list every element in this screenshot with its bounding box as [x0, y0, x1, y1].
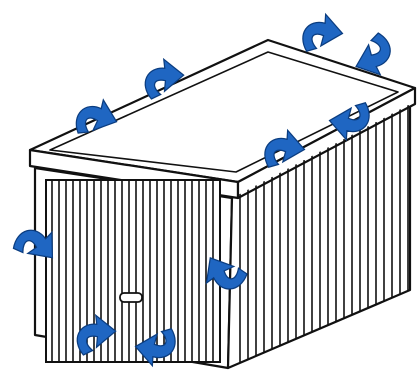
curved-arrow-icon — [205, 257, 248, 290]
curved-arrow-icon — [134, 328, 176, 368]
curved-arrow-icon — [264, 128, 306, 168]
door-handle-icon — [119, 292, 143, 303]
airflow-arrows — [12, 12, 391, 368]
roof-parapet — [49, 51, 399, 173]
curved-arrow-icon — [328, 102, 370, 142]
curved-arrow-icon — [144, 57, 185, 100]
curved-arrow-icon — [75, 98, 118, 134]
garage-door — [45, 179, 221, 363]
curved-arrow-icon — [76, 313, 117, 356]
curved-arrow-icon — [355, 32, 391, 76]
curved-arrow-icon — [302, 12, 344, 52]
curved-arrow-icon — [12, 229, 54, 259]
